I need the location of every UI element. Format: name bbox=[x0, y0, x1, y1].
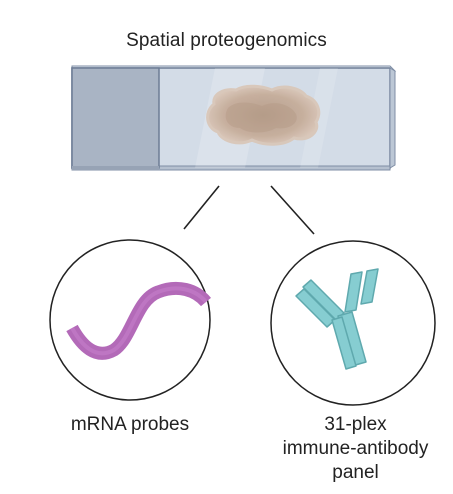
antibody-panel-label: 31-plex immune-antibody panel bbox=[258, 413, 453, 485]
antibody-panel-label-line-1: 31-plex bbox=[324, 414, 387, 435]
mrna-probe-icon bbox=[66, 281, 211, 360]
connector-line-right bbox=[270, 185, 315, 235]
mrna-probes-label: mRNA probes bbox=[70, 414, 190, 435]
glass-slide-icon bbox=[71, 65, 397, 171]
figure-title: Spatial proteogenomics bbox=[126, 30, 327, 51]
slide-label-area bbox=[71, 67, 160, 169]
connector-line-left bbox=[183, 185, 220, 230]
antibody-panel-label-line-3: panel bbox=[332, 462, 379, 483]
antibody-panel-label-line-2: immune-antibody bbox=[282, 438, 429, 459]
tissue-section-icon bbox=[206, 84, 321, 146]
antibody-icon bbox=[295, 268, 379, 370]
